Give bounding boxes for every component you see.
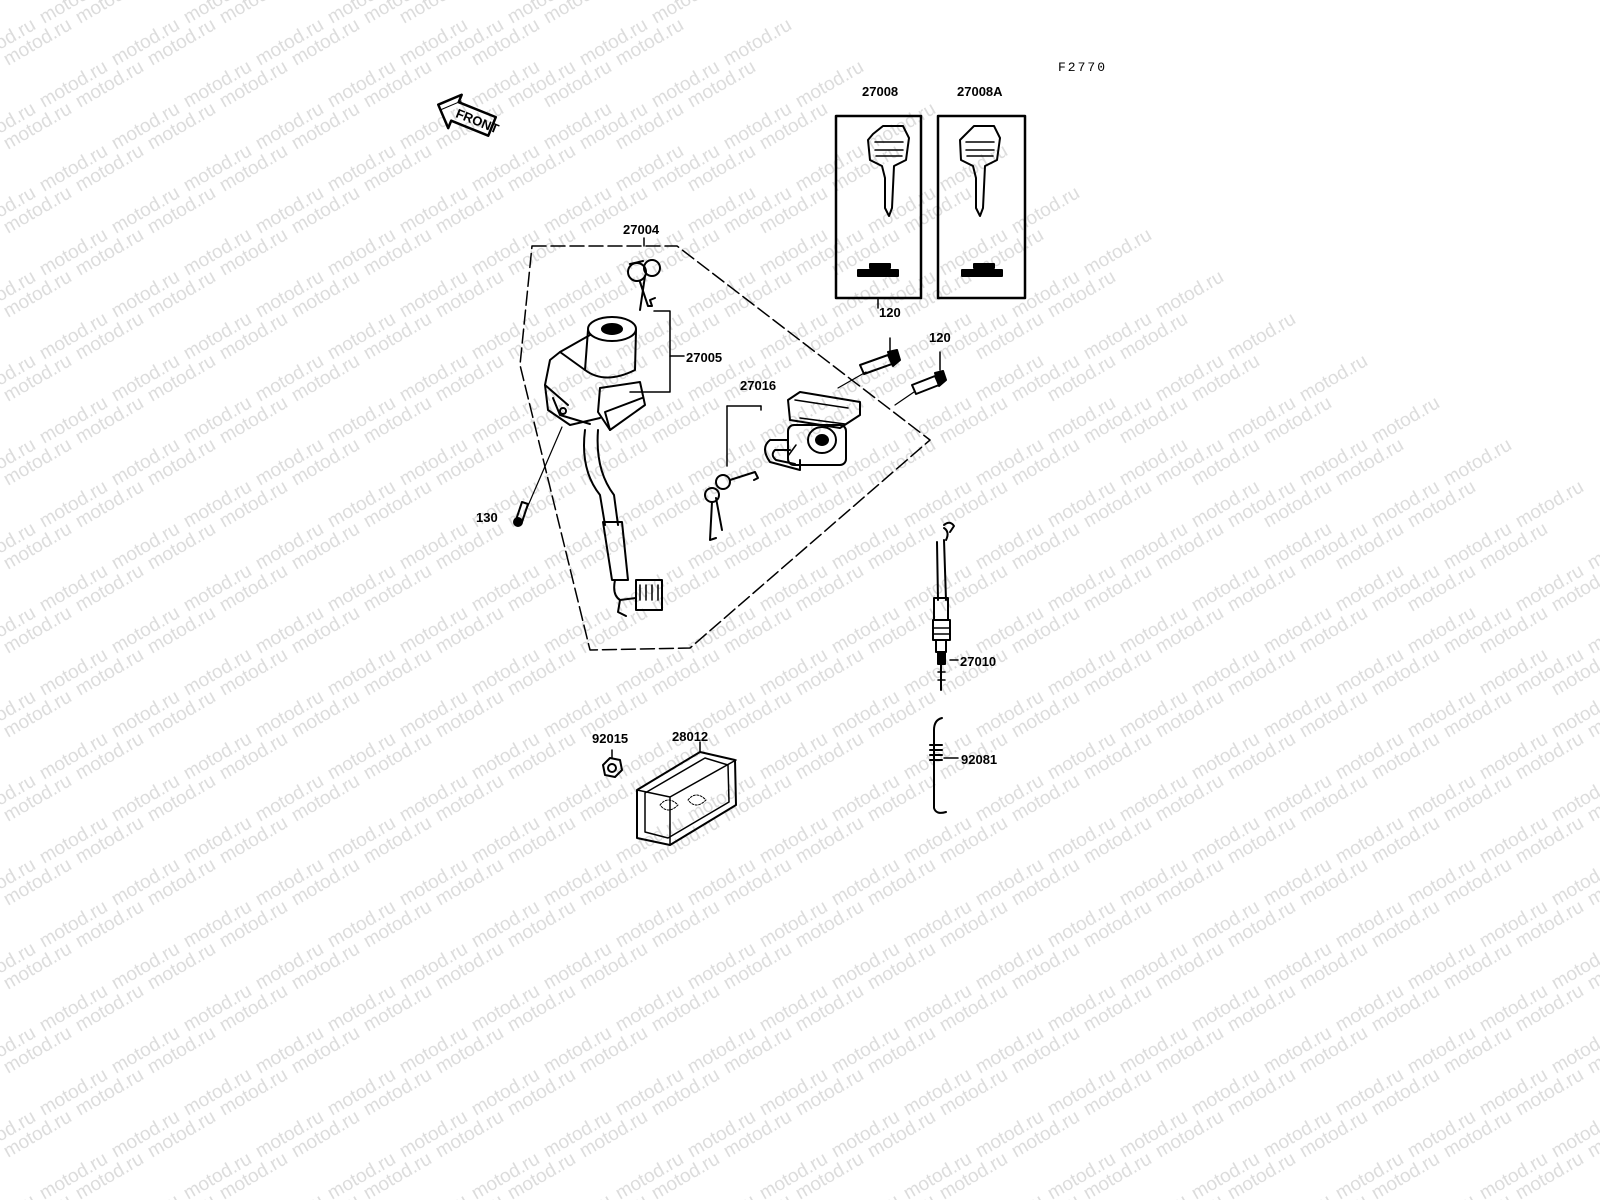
ignition-switch	[544, 316, 663, 617]
nut-92015	[602, 749, 623, 778]
label-27008: 27008	[862, 84, 899, 99]
label-130: 130	[476, 510, 498, 525]
diagram-code: F2770	[1058, 60, 1108, 75]
label-27016: 27016	[740, 378, 777, 393]
spring-92081	[929, 717, 959, 814]
ignition-keys	[627, 259, 661, 311]
label-28012: 28012	[672, 729, 709, 744]
label-92015: 92015	[592, 731, 629, 746]
switch-27010	[932, 521, 959, 691]
label-27008A: 27008A	[957, 84, 1003, 99]
label-120b: 120	[929, 330, 951, 345]
label-27004: 27004	[623, 222, 660, 237]
bolt-120b	[894, 351, 947, 406]
helmet-lock-27016	[704, 391, 861, 541]
label-27010: 27010	[960, 654, 997, 669]
label-120a: 120	[879, 305, 901, 320]
key-card-27008	[834, 114, 923, 309]
label-92081: 92081	[961, 752, 998, 767]
screw-130	[513, 426, 563, 527]
reflector-28012	[636, 741, 737, 846]
front-arrow-icon: FRONT	[437, 93, 501, 137]
label-27005: 27005	[686, 350, 723, 365]
key-card-27008A	[936, 114, 1027, 300]
assembly-27004-outline	[519, 245, 931, 651]
bolt-120a	[837, 337, 901, 389]
